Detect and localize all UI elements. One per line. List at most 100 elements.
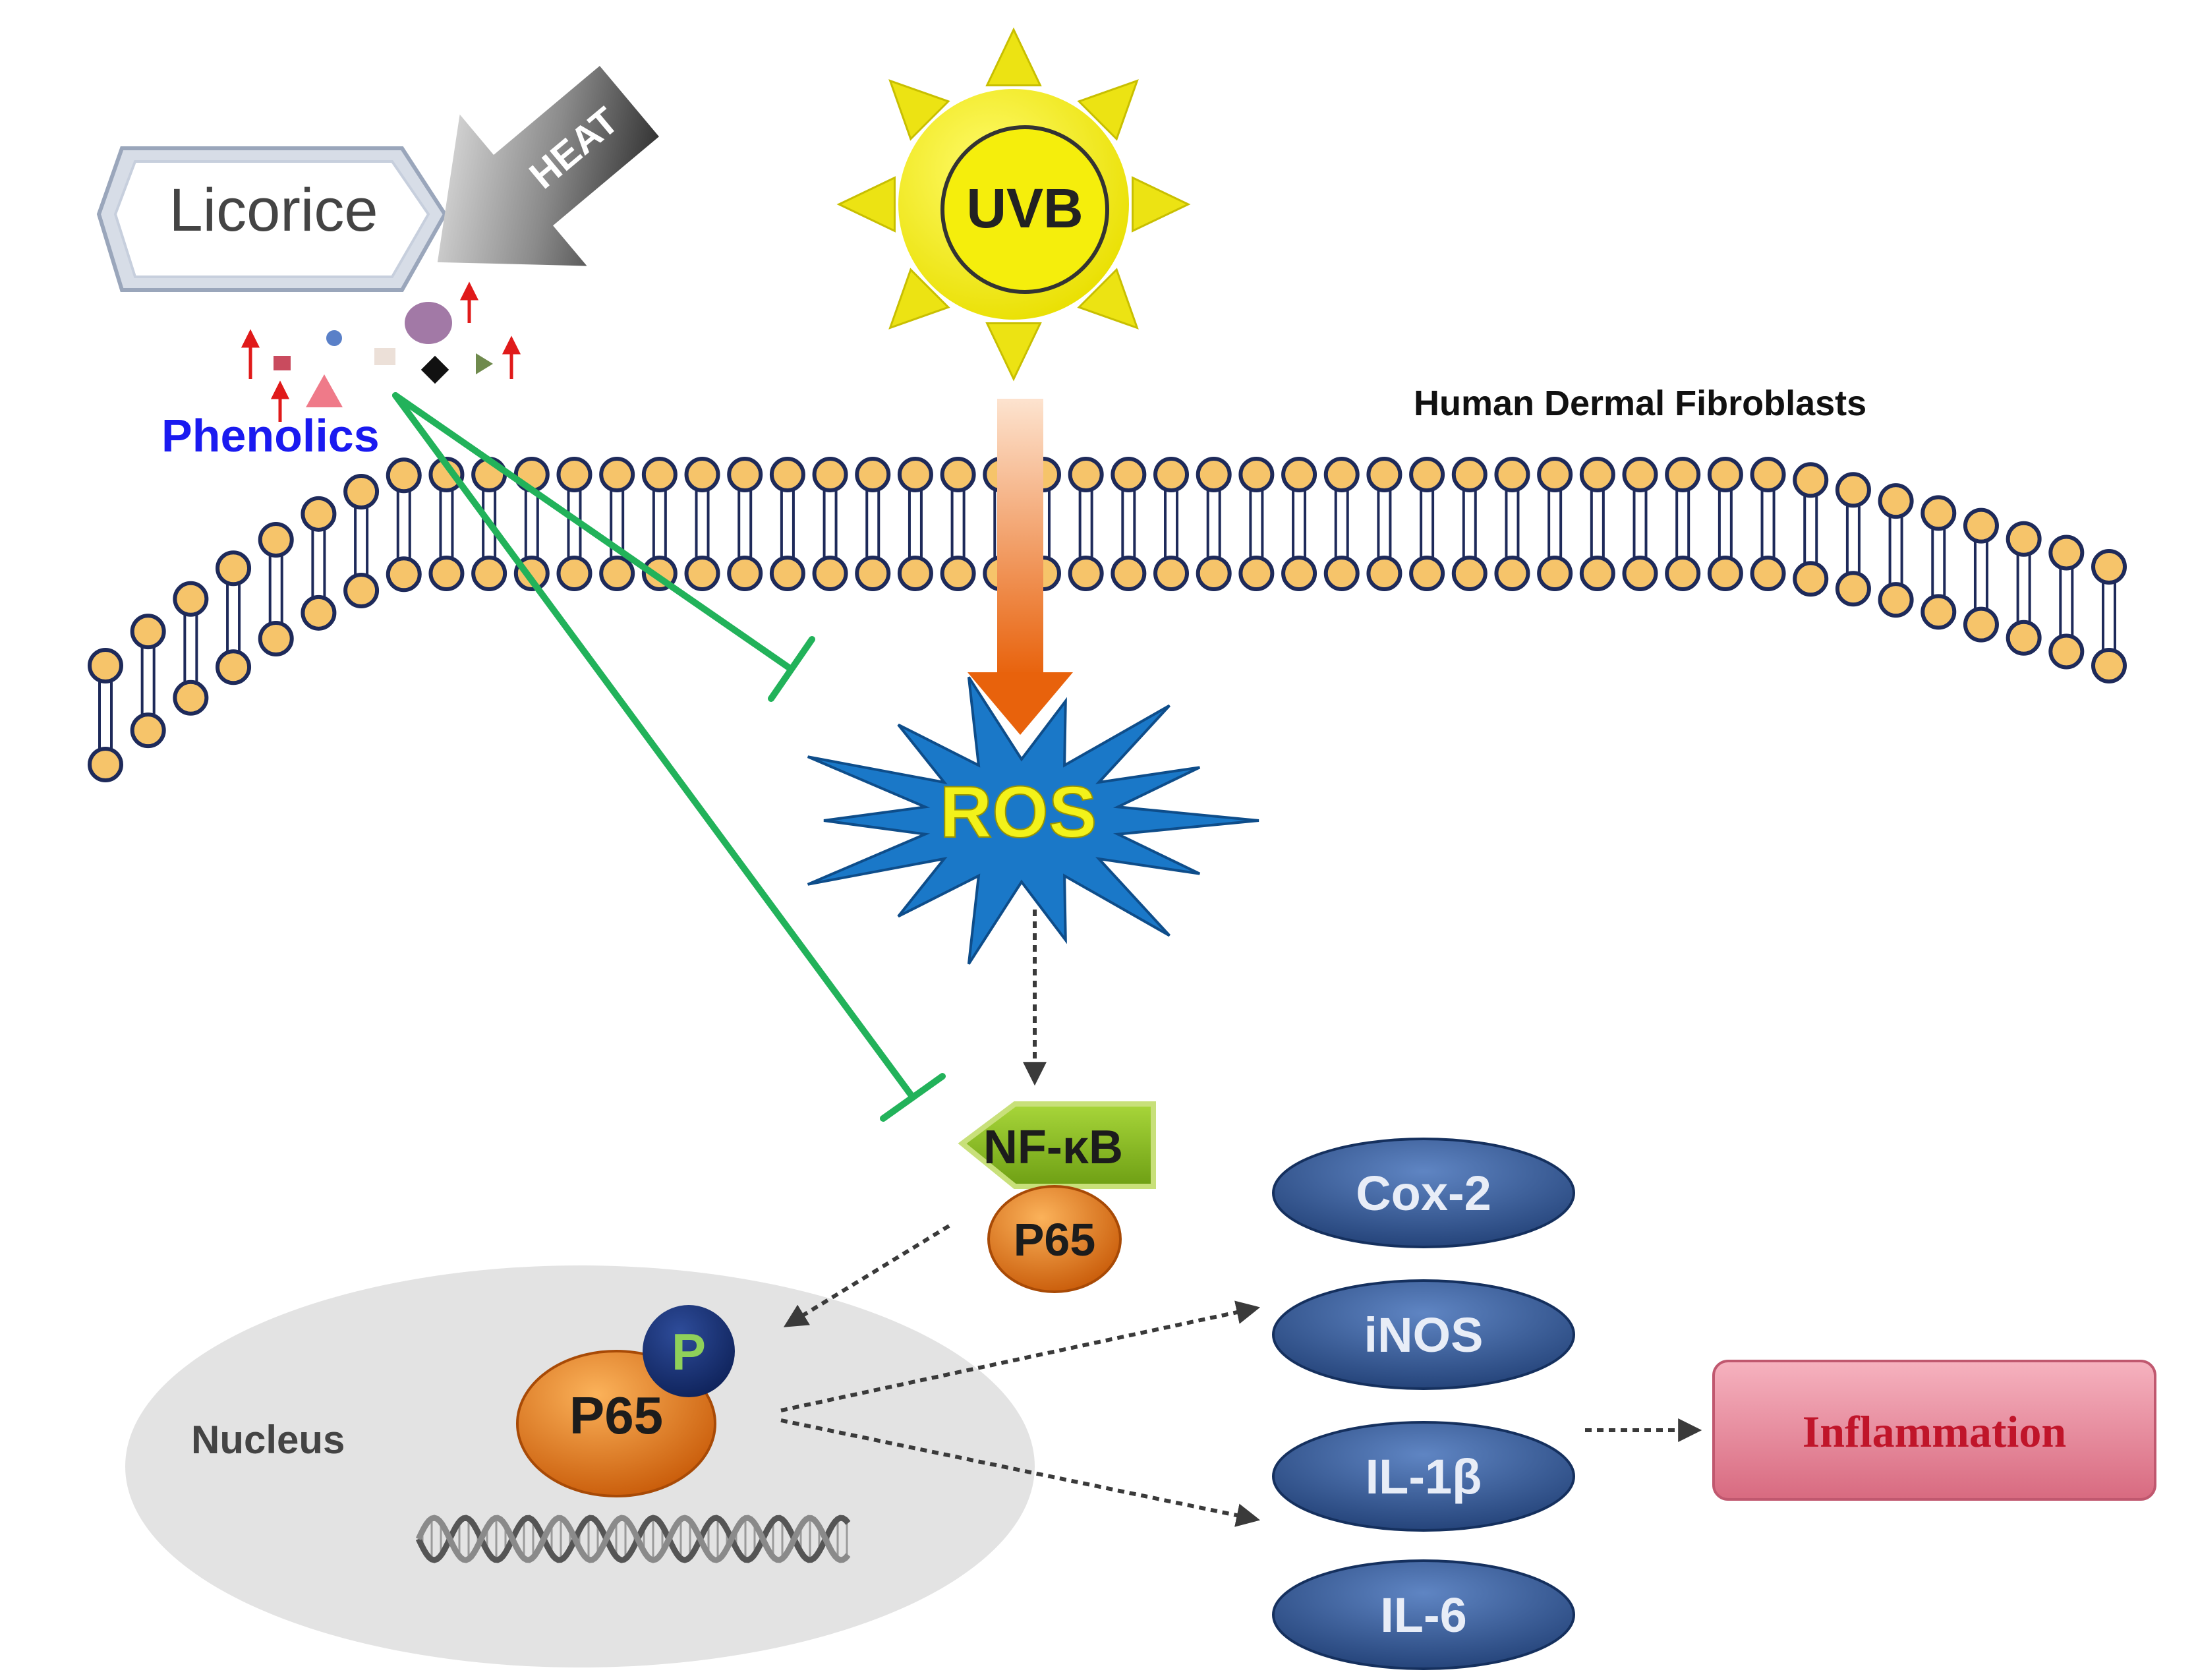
- sun-icon: UVB: [836, 27, 1191, 382]
- lipid-head: [130, 712, 166, 749]
- lipid-head: [1793, 462, 1829, 498]
- lipid-head: [386, 556, 422, 593]
- lipid-head: [1537, 457, 1573, 492]
- lipid-head: [2048, 633, 2085, 670]
- lipid-head: [812, 556, 848, 591]
- lipid-head: [1878, 483, 1914, 519]
- lipid-head: [343, 473, 380, 509]
- lipid-head: [258, 522, 294, 558]
- lipid-head: [727, 457, 763, 492]
- lipid-head: [1537, 556, 1573, 591]
- mediator-label: IL-6: [1380, 1588, 1467, 1642]
- lipid-head: [1451, 556, 1488, 591]
- up-arrow-icon: [241, 281, 521, 422]
- lipid-head: [1153, 457, 1190, 492]
- mediator-oval: [1272, 1421, 1575, 1532]
- mediator-oval: [1272, 1559, 1575, 1670]
- lipid-head: [556, 457, 592, 492]
- lipid-head: [1196, 457, 1232, 492]
- lipid-head: [1921, 594, 1957, 630]
- phenolic-molecules: [274, 302, 493, 407]
- lipid-head: [130, 614, 166, 650]
- lipid-head: [1111, 457, 1147, 492]
- nfkb-label: NF-κB: [983, 1121, 1123, 1174]
- uvb-label: UVB: [966, 177, 1083, 239]
- lipid-head: [727, 556, 763, 591]
- p65-translocation-arrow: [783, 1224, 950, 1327]
- sun-ray: [985, 322, 1042, 382]
- cell-membrane: [88, 457, 2127, 782]
- inflammation-box: Inflammation: [1712, 1360, 2156, 1501]
- lipid-head: [1750, 556, 1786, 591]
- lipid-head: [769, 457, 805, 492]
- lipid-head: [1665, 556, 1701, 591]
- lipid-head: [2048, 535, 2085, 571]
- lipid-head: [1153, 556, 1190, 591]
- lipid-head: [386, 457, 422, 494]
- lipid-head: [1622, 457, 1658, 492]
- lipid-head: [1921, 495, 1957, 531]
- lipid-head: [343, 572, 380, 608]
- lipid-head: [1281, 457, 1317, 492]
- lipid-head: [897, 457, 933, 492]
- lipid-head: [855, 556, 891, 591]
- inhibition-line-nfkb: [392, 392, 916, 1101]
- sun-ray: [1077, 268, 1139, 330]
- lipid-head: [1111, 556, 1147, 591]
- ros-label: ROS: [940, 772, 1097, 853]
- lipid-head: [1494, 556, 1530, 591]
- dna-helix-icon: [415, 1515, 851, 1563]
- lipid-head: [1068, 457, 1104, 492]
- sun-ray: [836, 176, 896, 233]
- lipid-head: [1707, 556, 1743, 591]
- mediator-oval: [1272, 1279, 1575, 1390]
- lipid-head: [301, 496, 337, 532]
- lipid-head: [1963, 606, 1999, 643]
- lipid-head: [2006, 521, 2042, 557]
- lipid-head: [855, 457, 891, 492]
- sun-ray: [985, 27, 1042, 86]
- mediator-label: iNOS: [1364, 1308, 1484, 1362]
- transcription-arrows: [780, 1300, 1261, 1527]
- inflammation-label: Inflammation: [1803, 1406, 2066, 1457]
- p65-cytoplasm-label: P65: [1014, 1214, 1096, 1265]
- lipid-head: [1579, 457, 1615, 492]
- lipid-head: [1451, 457, 1488, 492]
- lipid-head: [1963, 507, 1999, 544]
- lipid-head: [1622, 556, 1658, 591]
- lipid-head: [258, 621, 294, 657]
- lipid-head: [88, 747, 123, 782]
- inhibition-tbar-nfkb: [880, 1073, 946, 1122]
- lipid-head: [1409, 556, 1445, 591]
- lipid-head: [940, 556, 976, 591]
- lipid-head: [1665, 457, 1701, 492]
- phospho-label: P: [672, 1323, 706, 1381]
- lipid-head: [88, 648, 123, 683]
- lipid-head: [1068, 556, 1104, 591]
- inhibition-lines: [392, 392, 946, 1122]
- lipid-head: [684, 457, 720, 492]
- lipid-head: [216, 550, 252, 587]
- lipid-head: [216, 649, 252, 685]
- lipid-head: [471, 556, 507, 591]
- lipid-head: [1196, 556, 1232, 591]
- lipid-head: [1281, 556, 1317, 591]
- lipid-head: [1835, 571, 1871, 607]
- sun-ray: [1132, 176, 1191, 233]
- lipid-head: [897, 556, 933, 591]
- lipid-head: [1793, 561, 1829, 597]
- sun-ray: [1077, 79, 1139, 141]
- lipid-head: [301, 594, 337, 631]
- mediator-label: Cox-2: [1356, 1166, 1491, 1221]
- lipid-head: [556, 556, 592, 591]
- sun-ray: [888, 268, 950, 330]
- lipid-head: [641, 457, 678, 492]
- lipid-head: [1878, 582, 1914, 618]
- mediator-label: IL-1β: [1366, 1449, 1482, 1504]
- lipid-head: [1707, 457, 1743, 492]
- lipid-head: [1238, 556, 1275, 591]
- lipid-head: [769, 556, 805, 591]
- lipid-head: [1323, 457, 1360, 492]
